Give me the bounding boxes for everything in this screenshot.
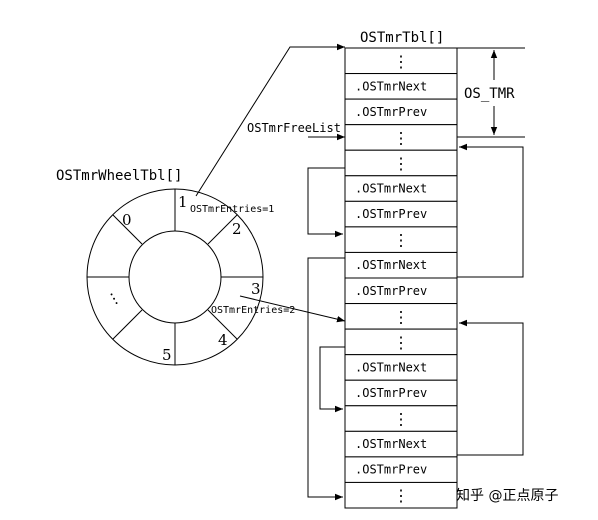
- wheel-inner-ring: [128, 230, 222, 324]
- table-row-field: .OSTmrPrev: [355, 207, 427, 221]
- table-row-ellipsis: ⋮: [393, 486, 409, 505]
- table-title: OSTmrTbl[]: [360, 30, 444, 46]
- table-cell: [344, 430, 458, 458]
- table-cell: [344, 481, 458, 509]
- table-row-ellipsis: ⋮: [393, 231, 409, 250]
- table-row-field: .OSTmrPrev: [355, 105, 427, 119]
- wheel-sector-0: 0: [122, 211, 132, 229]
- table-row-field: .OSTmrNext: [355, 360, 427, 374]
- table-cell: [344, 277, 458, 305]
- group2-right-loop: [457, 319, 524, 456]
- table-row-ellipsis: ⋮: [393, 410, 409, 429]
- wheel-sector-4: 4: [218, 331, 228, 349]
- table-cell: [344, 456, 458, 483]
- wheel-spoke: [112, 309, 143, 340]
- table-row-field: .OSTmrNext: [355, 182, 427, 196]
- wheel-spoke: [207, 214, 238, 245]
- wheel-sector-2: 2: [232, 220, 242, 238]
- table-row-field: .OSTmrPrev: [355, 284, 427, 298]
- entries-1-label: OSTmrEntries=1: [190, 204, 274, 215]
- watermark: 知乎 @正点原子: [456, 487, 558, 504]
- table-row-ellipsis: ⋮: [393, 52, 409, 71]
- os-tmr-label: OS_TMR: [464, 86, 515, 102]
- wheel-sector-1: 1: [178, 193, 188, 211]
- wheel-spoke: [207, 309, 238, 340]
- table-row-ellipsis: ⋮: [393, 154, 409, 173]
- sector-3-link-to-table: [239, 295, 346, 323]
- wheel-sector-5: 5: [162, 346, 172, 364]
- group1-left-loop: [307, 167, 345, 238]
- table-cell: [344, 226, 458, 253]
- entries-2-label: OSTmrEntries=2: [211, 305, 295, 316]
- table-row-field: .OSTmrNext: [355, 437, 427, 451]
- table-row-field: .OSTmrPrev: [355, 463, 427, 477]
- wheel-sector-ellipsis: …: [106, 286, 129, 308]
- table-row-ellipsis: ⋮: [393, 307, 409, 326]
- table-row-field: .OSTmrPrev: [355, 386, 427, 400]
- table-row-field: .OSTmrNext: [355, 79, 427, 93]
- table-cell: [344, 379, 458, 407]
- table-row-ellipsis: ⋮: [393, 333, 409, 352]
- free-list-label: OSTmrFreeList: [247, 121, 341, 135]
- table-cell: [344, 47, 458, 75]
- table-row-ellipsis: ⋮: [393, 128, 409, 147]
- group2-left-loop: [319, 346, 345, 413]
- group1-right-loop: [457, 143, 524, 278]
- table-cell: [344, 303, 458, 330]
- table-cell: [344, 328, 458, 356]
- group1-down-link: [307, 257, 345, 501]
- wheel-title: OSTmrWheelTbl[]: [56, 168, 182, 184]
- table-cell: [344, 73, 458, 100]
- timer-wheel: [86, 188, 264, 366]
- wheel-spoke: [112, 214, 143, 245]
- timer-table: ⋮ .OSTmrNext .OSTmrPrev ⋮ ⋮ .OSTmrNext .OSTmrP…: [344, 47, 458, 509]
- wheel-sector-3: 3: [251, 280, 261, 298]
- table-row-field: .OSTmrNext: [355, 258, 427, 272]
- sector-1-link-to-table: [195, 43, 345, 197]
- table-cell: [344, 175, 458, 202]
